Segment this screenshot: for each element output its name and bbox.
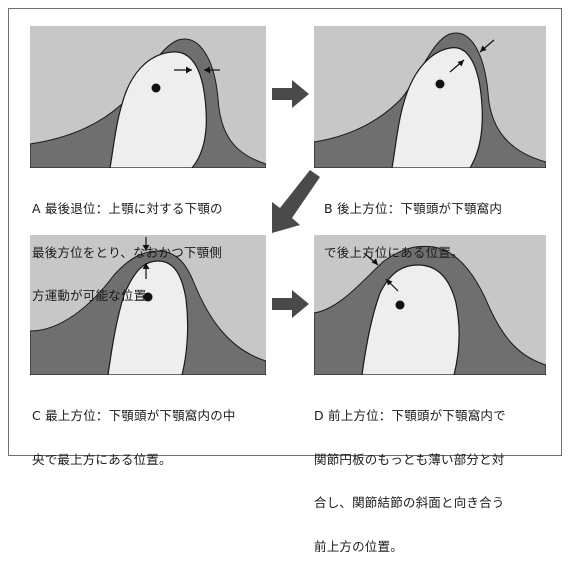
panel-c-center-dot [143,292,153,302]
panel-a-arrowhead-right [204,66,210,74]
panel-d-arrowhead-outer [371,258,378,265]
flow-arrow-b-to-c [272,170,320,233]
panel-b-illustration [314,26,546,168]
panel-d-caption: D 前上方位：下顎頭が下顎窩内で 関節円板のもっとも薄い部分と対 合し、関節結節… [314,380,506,569]
panel-b-center-dot [435,79,445,89]
panel-a-mandibular-condyle [109,51,207,168]
panel-b-mandibular-condyle [391,47,483,168]
panel-b-caption-line: B 後上方位：下顎頭が下顎窩内 [324,201,503,216]
panel-b-arrowhead-outer [480,45,487,52]
panel-d-caption-line: 関節円板のもっとも薄い部分と対 [314,451,505,467]
panel-d-arrowhead-inner [386,279,393,286]
panel-a-illustration [30,26,266,168]
flow-arrow-a-to-b-shape [272,80,309,108]
panel-a-caption-line: A 最後退位：上顎に対する下顎の [32,201,223,216]
flow-arrow-c-to-d-shape [272,290,309,318]
panel-b-caption-line: で後上方位にある位置。 [324,244,464,260]
panel-d-caption-line: 前上方の位置。 [314,538,403,554]
flow-arrow-c-to-d [272,290,309,318]
flow-arrow-b-to-c-shape [272,170,320,233]
flow-arrow-a-to-b [272,80,309,108]
panel-a-arrowhead-left [186,66,192,74]
panel-c-mandibular-condyle [107,260,189,375]
panel-c-caption-line: C 最上方位：下顎頭が下顎窩内の中 [32,408,236,423]
panel-b-caption: B 後上方位：下顎頭が下顎窩内 で後上方位にある位置。 [324,173,502,275]
panel-a-caption: A 最後退位：上顎に対する下顎の 最後方位をとり、なおかつ下顎側 方運動が可能な… [32,173,223,318]
panel-c-arrowhead-top [142,245,150,251]
panel-c-illustration [30,235,266,375]
panel-c-arrowhead-bottom [142,263,150,269]
panel-b-arrowhead-inner [457,60,464,67]
panel-c-caption: C 最上方位：下顎頭が下顎窩内の中 央で最上方にある位置。 [32,380,236,482]
panel-d-caption-line: D 前上方位：下顎頭が下顎窩内で [314,408,506,423]
panel-d-caption-line: 合し、関節結節の斜面と向き合う [314,495,505,510]
panel-d-center-dot [395,300,405,310]
panel-d-illustration [314,235,546,375]
panel-a-caption-line: 最後方位をとり、なおかつ下顎側 [32,244,223,260]
panel-c-caption-line: 央で最上方にある位置。 [32,451,172,467]
panel-d-mandibular-condyle [361,264,460,375]
panel-a-center-dot [151,83,161,93]
panel-a-caption-line: 方運動が可能な位置。 [32,288,160,303]
